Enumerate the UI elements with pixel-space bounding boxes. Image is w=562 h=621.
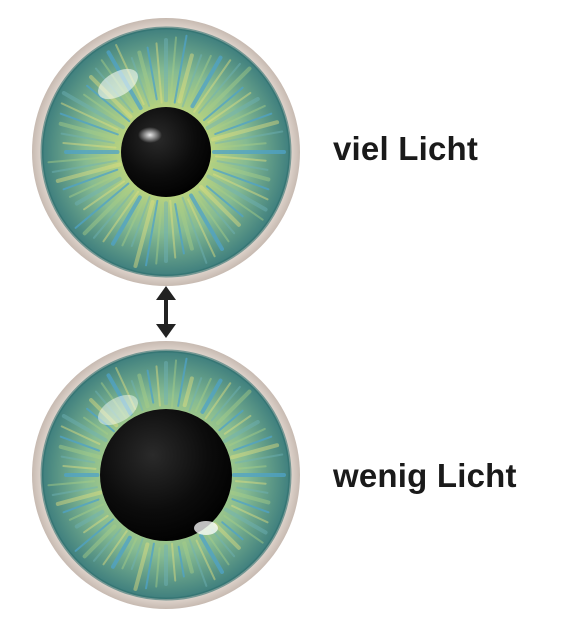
eye-bottom-pupil	[100, 409, 232, 541]
eye-top-pupil	[121, 107, 211, 197]
double-arrow	[156, 286, 176, 338]
label-wenig-licht: wenig Licht	[333, 457, 517, 495]
eye-top-glint	[138, 127, 162, 143]
eye-bottom	[32, 341, 300, 609]
eye-top	[32, 18, 300, 286]
label-viel-licht: viel Licht	[333, 130, 478, 168]
eye-bottom-glint	[194, 521, 218, 535]
